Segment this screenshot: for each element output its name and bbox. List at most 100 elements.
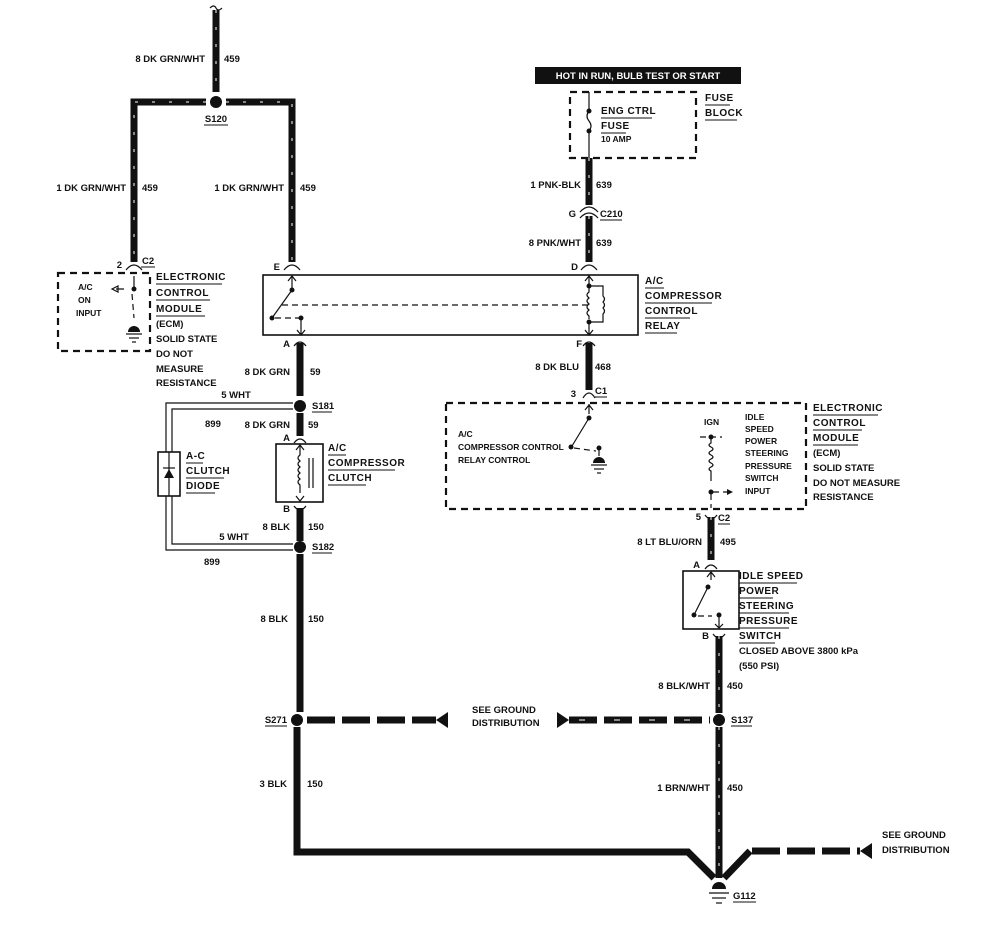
- ecm-right-input-5: PRESSURE: [745, 461, 792, 471]
- splice-s181: [294, 400, 306, 412]
- ecm-right-note-1: (ECM): [813, 448, 840, 459]
- ecm-right-ctrl-2: COMPRESSOR CONTROL: [458, 442, 564, 452]
- relay-title-3: CONTROL: [645, 306, 698, 317]
- ecm-right-input-7: INPUT: [745, 486, 771, 496]
- arrow-right-icon: [557, 712, 569, 728]
- splice-s182: [294, 541, 306, 553]
- wire-label-relay-a-out: 8 DK GRN: [245, 367, 291, 378]
- wire-label-left-branch: 1 DK GRN/WHT: [56, 183, 126, 194]
- ecm-right-note-4: RESISTANCE: [813, 492, 874, 503]
- break-symbol-icon: [209, 5, 223, 11]
- ecm-left-title-3: MODULE: [156, 304, 202, 315]
- wire-150-ground: [293, 727, 717, 881]
- wire-label-diode-bottom: 5 WHT: [219, 532, 249, 543]
- ecm-right-note-2: SOLID STATE: [813, 463, 874, 474]
- ground-ref-center-1: SEE GROUND: [472, 705, 536, 716]
- ecm-left-note-2: SOLID STATE: [156, 334, 217, 345]
- splice-s137: [713, 714, 725, 726]
- ecm-right-title-2: CONTROL: [813, 418, 866, 429]
- ecm-left-note-4: MEASURE: [156, 364, 204, 375]
- ecm-right-box: [444, 401, 808, 511]
- clutch-coil-icon: [295, 444, 314, 502]
- power-header-bg: [535, 67, 741, 84]
- ecm-right-title-1: ELECTRONIC: [813, 403, 883, 414]
- circuit-label-right-branch: 459: [300, 183, 316, 194]
- diode-title-3: DIODE: [186, 481, 220, 492]
- splice-s120: [210, 96, 222, 108]
- ecm-relay-control-switch: [568, 404, 607, 474]
- connector-label-c2-left: C2: [142, 256, 154, 267]
- ps-switch-title-3: STEERING: [739, 601, 794, 612]
- ps-switch-title-2: POWER: [739, 586, 780, 597]
- relay-title-4: RELAY: [645, 321, 680, 332]
- ground-ref-right-2: DISTRIBUTION: [882, 845, 950, 856]
- circuit-label-relay-in: 639: [596, 238, 612, 249]
- wire-label-top: 8 DK GRN/WHT: [135, 54, 205, 65]
- relay-switch: [269, 275, 588, 336]
- circuit-label-left-branch: 459: [142, 183, 158, 194]
- arrow-left-icon: [860, 843, 872, 859]
- ecm-left-title-2: CONTROL: [156, 288, 209, 299]
- relay-title-2: COMPRESSOR: [645, 291, 723, 302]
- ground-icon: [128, 326, 140, 332]
- wire-459-top: [209, 5, 223, 92]
- wire-label-clutch-in: 8 DK GRN: [245, 420, 291, 431]
- diode-title-1: A-C: [186, 451, 205, 462]
- ecm-right-ign: IGN: [704, 417, 719, 427]
- ecm-right-input-3: POWER: [745, 436, 777, 446]
- wire-639: [579, 158, 599, 262]
- connector-label-c1: C1: [595, 386, 608, 397]
- splice-label-s182: S182: [312, 542, 334, 553]
- fuse-block-box: [568, 90, 698, 160]
- ecm-left-input-line-3: INPUT: [76, 308, 102, 318]
- ecm-left-note-1: (ECM): [156, 319, 183, 330]
- pin-label-switch-a: A: [693, 560, 700, 571]
- pin-label-c210: G: [569, 209, 576, 220]
- circuit-label-ecm-to-switch: 495: [720, 537, 737, 548]
- ecm-right-title-3: MODULE: [813, 433, 859, 444]
- relay-title-1: A/C: [645, 276, 664, 287]
- wire-label-fuse-out: 1 PNK-BLK: [530, 180, 581, 191]
- ground-ref-diagonal: [721, 848, 753, 881]
- ecm-right-ctrl-1: A/C: [458, 429, 473, 439]
- ps-switch-box: [682, 570, 740, 630]
- wire-label-s271-down: 3 BLK: [260, 779, 288, 790]
- connector-label-c2-right: C2: [718, 513, 730, 524]
- fuse-name-2: FUSE: [601, 121, 630, 132]
- ecm-right-input-4: STEERING: [745, 448, 789, 458]
- pin-label-relay-d: D: [571, 262, 578, 273]
- ecm-right-ctrl-3: RELAY CONTROL: [458, 455, 530, 465]
- ecm-pullup-resistor-icon: [700, 434, 733, 508]
- wire-label-right-branch: 1 DK GRN/WHT: [214, 183, 284, 194]
- pin-label-c2-left: 2: [117, 260, 122, 271]
- ecm-right-input-1: IDLE: [745, 412, 765, 422]
- splice-label-s120: S120: [205, 114, 227, 125]
- pin-label-c2-right: 5: [696, 512, 702, 523]
- fuse-block-title-1: FUSE: [705, 93, 734, 104]
- diode-title-2: CLUTCH: [186, 466, 230, 477]
- ground-ref-right-1: SEE GROUND: [882, 830, 946, 841]
- ps-switch-contact-icon: [691, 571, 724, 629]
- ecm-right-input-2: SPEED: [745, 424, 774, 434]
- ecm-left-note-3: DO NOT: [156, 349, 193, 360]
- ps-switch-title-1: IDLE SPEED: [739, 571, 803, 582]
- circuit-label-relay-f-out: 468: [595, 362, 611, 373]
- wire-label-relay-in: 8 PNK/WHT: [529, 238, 581, 249]
- pin-label-switch-b: B: [702, 631, 709, 642]
- clutch-title-3: CLUTCH: [328, 473, 372, 484]
- connector-c2-left: [125, 264, 143, 271]
- circuit-label-clutch-out: 150: [308, 522, 324, 533]
- clutch-title-2: COMPRESSOR: [328, 458, 406, 469]
- ground-ref-center-2: DISTRIBUTION: [472, 718, 540, 729]
- circuit-label-fuse-out: 639: [596, 180, 612, 191]
- ecm-left-title-1: ELECTRONIC: [156, 272, 226, 283]
- ecm-left-box: [56, 271, 152, 353]
- ecm-right-note-3: DO NOT MEASURE: [813, 478, 900, 489]
- ps-switch-title-5: SWITCH: [739, 631, 781, 642]
- ecm-left-input-line-2: ON: [78, 295, 91, 305]
- ecm-left-internal: [110, 276, 142, 343]
- pin-label-clutch-a: A: [283, 433, 290, 444]
- ps-switch-title-4: PRESSURE: [739, 616, 798, 627]
- pin-label-relay-e: E: [274, 262, 280, 273]
